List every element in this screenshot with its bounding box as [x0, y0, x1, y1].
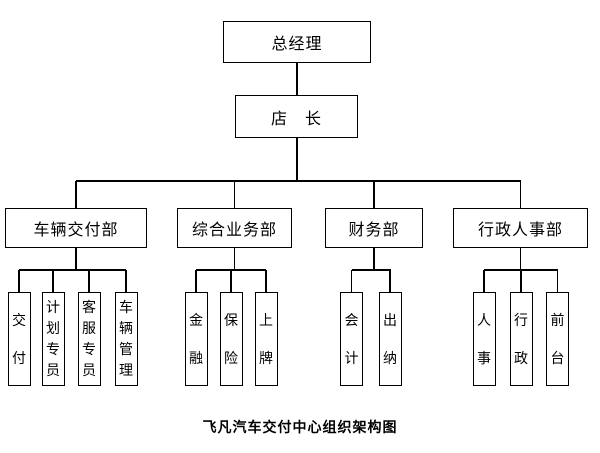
- node-label: 客服专员: [82, 299, 96, 378]
- node-dept-vehicle-delivery: 车辆交付部: [5, 208, 147, 248]
- node-label: 车辆管理: [119, 299, 133, 378]
- connector-line: [75, 248, 77, 270]
- node-label: 人事: [477, 312, 491, 366]
- node-dept-general-business: 综合业务部: [177, 208, 292, 248]
- connector-line: [76, 180, 521, 182]
- connector-line: [373, 181, 375, 208]
- connector-line: [233, 181, 236, 208]
- connector-line: [18, 270, 20, 292]
- connector-line: [520, 270, 522, 292]
- connector-line: [389, 270, 391, 292]
- connector-line: [265, 270, 267, 292]
- node-admin: 行政: [509, 292, 533, 386]
- node-label: 交付: [12, 312, 26, 366]
- node-planning-specialist: 计划专员: [41, 292, 65, 386]
- node-label: 出纳: [383, 312, 397, 366]
- connector-line: [19, 269, 126, 271]
- node-accounting: 会计: [340, 292, 363, 386]
- connector-line: [52, 270, 54, 292]
- node-label: 会计: [344, 312, 359, 366]
- chart-caption: 飞凡汽车交付中心组织架构图: [202, 419, 398, 435]
- connector-line: [233, 248, 236, 270]
- node-delivery: 交付: [7, 292, 31, 386]
- connector-line: [296, 63, 298, 95]
- node-customer-service-specialist: 客服专员: [77, 292, 101, 386]
- connector-line: [296, 138, 298, 181]
- node-label: 金融: [189, 312, 203, 366]
- node-plate-registration: 上牌: [254, 292, 278, 386]
- node-label: 上牌: [259, 312, 273, 366]
- node-insurance: 保险: [219, 292, 243, 386]
- connector-line: [519, 248, 522, 270]
- connector-line: [125, 270, 127, 292]
- node-vehicle-management: 车辆管理: [114, 292, 138, 386]
- node-dept-admin-hr: 行政人事部: [453, 208, 588, 248]
- connector-line: [351, 269, 391, 271]
- connector-line: [556, 270, 559, 292]
- node-hr: 人事: [472, 292, 496, 386]
- connector-line: [483, 270, 485, 292]
- connector-line: [373, 248, 375, 270]
- connector-line: [350, 270, 353, 292]
- connector-line: [230, 270, 232, 292]
- node-general-manager: 总经理: [223, 21, 371, 63]
- node-label: 行政: [514, 312, 528, 366]
- node-store-manager: 店 长: [235, 95, 358, 138]
- node-financing: 金融: [184, 292, 208, 386]
- node-front-desk: 前台: [546, 292, 569, 386]
- node-label: 保险: [224, 312, 238, 366]
- connector-line: [75, 181, 77, 208]
- node-dept-finance: 财务部: [325, 208, 423, 248]
- node-cashier: 出纳: [378, 292, 402, 386]
- connector-line: [195, 270, 197, 292]
- connector-line: [519, 181, 522, 208]
- node-label: 计划专员: [46, 299, 60, 378]
- node-label: 前台: [550, 312, 565, 366]
- connector-line: [88, 270, 90, 292]
